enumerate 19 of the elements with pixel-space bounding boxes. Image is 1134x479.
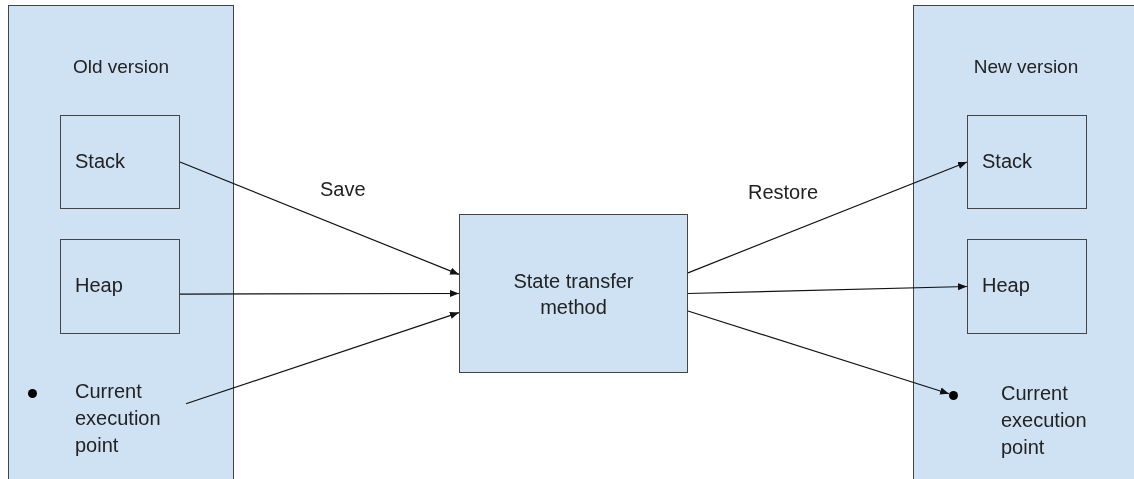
version-panel (8, 5, 234, 479)
memory-box: Heap (60, 239, 180, 334)
point-label: Current execution point (1001, 381, 1088, 460)
arrow (687, 310, 950, 395)
arrow (179, 161, 460, 276)
point-label: Current execution point (75, 379, 162, 458)
version-panel (913, 5, 1134, 479)
edge-label: Save (320, 178, 366, 201)
arrow (687, 161, 968, 274)
panel-title: New version (972, 56, 1080, 78)
memory-box: Stack (967, 115, 1087, 209)
arrow (687, 283, 968, 295)
memory-box: Heap (967, 239, 1087, 334)
process-box: State transfer method (459, 214, 688, 373)
arrow (185, 311, 460, 405)
edge-label: Restore (748, 181, 819, 204)
arrow (179, 289, 460, 298)
memory-box: Stack (60, 115, 180, 209)
panel-title: Old version (71, 56, 171, 78)
